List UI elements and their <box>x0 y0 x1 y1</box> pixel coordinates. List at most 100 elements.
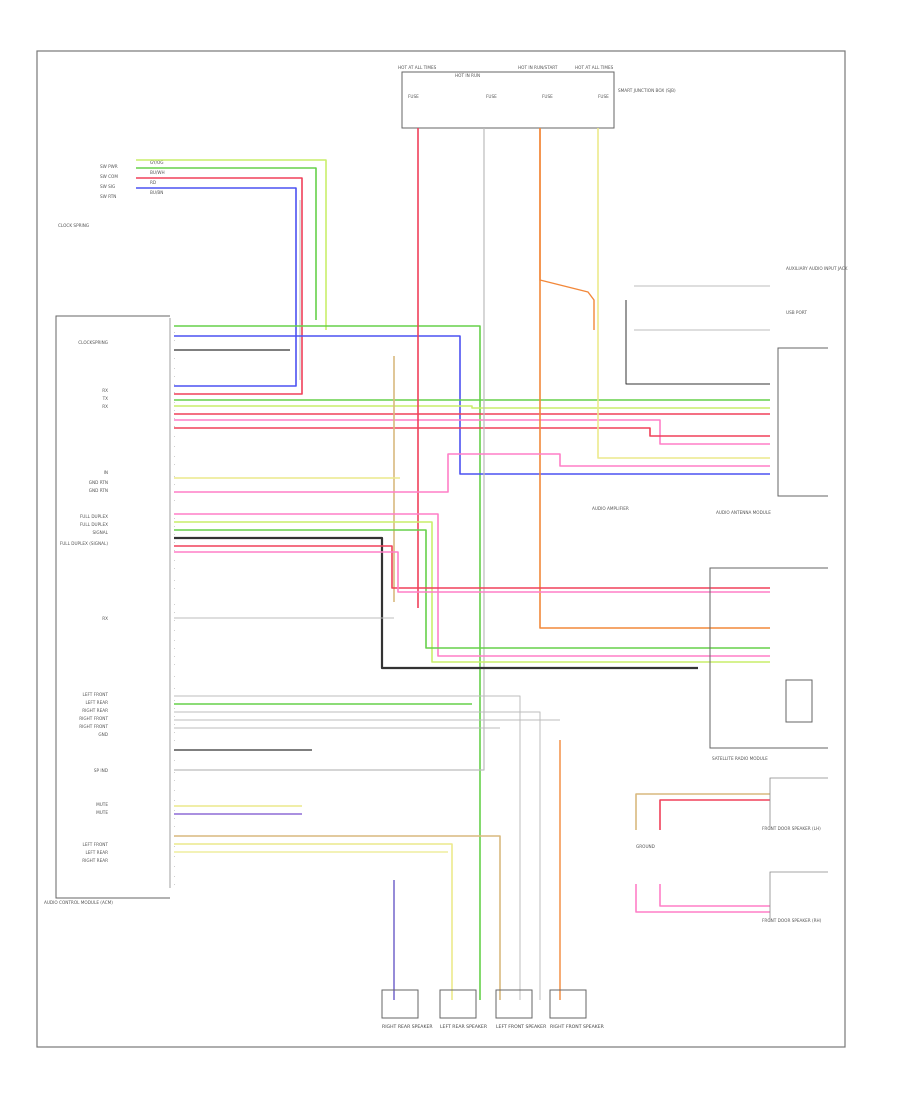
acm-pin-number-tick: · <box>174 558 175 563</box>
svg-text:RIGHT FRONT SPEAKER: RIGHT FRONT SPEAKER <box>550 1024 605 1030</box>
wire-clockspring-green <box>136 167 317 320</box>
wire-mid-pink-2 <box>174 513 770 657</box>
wire-low-grey-2 <box>174 711 541 1000</box>
wire-mid-green <box>174 529 770 649</box>
acm-pin-number-tick: · <box>174 548 175 553</box>
acm-pin-number-tick: · <box>174 738 175 743</box>
acm-pin-number-tick: · <box>174 646 175 651</box>
acm-pin-label: FULL DUPLEX (SIGNAL) <box>60 541 109 546</box>
svg-text:LEFT REAR SPEAKER: LEFT REAR SPEAKER <box>440 1024 488 1030</box>
acm-pin-label: RIGHT FRONT <box>79 724 108 729</box>
acm-pin-number-tick: · <box>174 882 175 887</box>
wire-mid-black <box>174 536 698 670</box>
acm-pin-number-tick: · <box>174 654 175 659</box>
acm-pin-number-tick: · <box>174 416 175 421</box>
svg-text:GROUND: GROUND <box>636 844 655 849</box>
acm-pin-number-tick: · <box>174 844 175 849</box>
wire-clockspring-yellowgreen <box>136 159 327 330</box>
acm-pin-label: SP IND <box>94 768 108 773</box>
wire-low-grey <box>174 695 521 1000</box>
speaker-right-rear: RIGHT REAR SPEAKER <box>381 989 433 1030</box>
acm-pin-label: CLOCKSPRING <box>78 340 108 345</box>
acm-pin-number-tick: · <box>174 638 175 643</box>
svg-text:BU/WH: BU/WH <box>150 170 165 175</box>
acm-pin-label: TX <box>102 396 109 401</box>
acm-pin-label: RIGHT REAR <box>82 858 108 863</box>
acm-pin-number-tick: · <box>174 698 175 703</box>
svg-text:SW SIG: SW SIG <box>100 184 115 189</box>
wire-door-pink <box>635 884 770 913</box>
acm-pin-number-tick: · <box>174 424 175 429</box>
svg-text:HOT AT ALL TIMES: HOT AT ALL TIMES <box>398 65 437 70</box>
acm-pin-number-tick: · <box>174 778 175 783</box>
wire-acm-yellowgreen-2 <box>174 405 770 409</box>
acm-pin-number-tick: · <box>174 408 175 413</box>
wire-fuse-orange <box>539 128 595 330</box>
acm-pin-label: RX <box>102 388 108 393</box>
acm-pin-number-tick: · <box>174 788 175 793</box>
wire-mid-pink <box>174 453 770 493</box>
svg-text:FUSE: FUSE <box>486 94 497 99</box>
acm-pin-number-tick: · <box>174 524 175 529</box>
wire-fuse-yellow <box>597 128 770 459</box>
acm-pin-label: RX <box>102 616 108 621</box>
svg-text:SMART JUNCTION BOX (SJB): SMART JUNCTION BOX (SJB) <box>618 88 676 93</box>
acm-pin-label: LEFT FRONT <box>82 692 108 697</box>
acm-pin-label: GND <box>98 732 108 737</box>
acm-pin-number-tick: · <box>174 400 175 405</box>
wire-acm-blue-1 <box>174 335 770 475</box>
acm-pin-label: RIGHT FRONT <box>79 716 108 721</box>
svg-text:FUSE: FUSE <box>542 94 553 99</box>
acm-pin-number-tick: · <box>174 824 175 829</box>
acm-pin-label: IN <box>104 470 108 475</box>
acm-pin-number-tick: · <box>174 366 175 371</box>
acm-pin-number-tick: · <box>174 374 175 379</box>
wire-low-yellow-2 <box>174 843 453 1000</box>
acm-pin-number-tick: · <box>174 532 175 537</box>
acm-pin-number-tick: · <box>174 566 175 571</box>
wire-door-red <box>659 799 770 830</box>
acm-pin-number-tick: · <box>174 338 175 343</box>
svg-text:RD: RD <box>150 180 156 185</box>
acm-pin-label: FULL DUPLEX <box>80 514 108 519</box>
acm-pin-label: LEFT FRONT <box>82 842 108 847</box>
acm-pin-label: MUTE <box>96 810 108 815</box>
acm-pin-number-tick: · <box>174 434 175 439</box>
acm-pin-label: FULL DUPLEX <box>80 522 108 527</box>
wire-fuse-grey <box>174 128 485 771</box>
svg-text:FRONT DOOR SPEAKER (RH): FRONT DOOR SPEAKER (RH) <box>762 918 822 923</box>
acm-pin-label: LEFT REAR <box>85 700 108 705</box>
acm-pin-number-tick: · <box>174 798 175 803</box>
wire-door-tan <box>635 793 770 830</box>
wire-aux-black <box>625 300 770 385</box>
right-components: AUDIO ANTENNA MODULE SATELLITE RADIO MOD… <box>592 266 848 923</box>
svg-text:AUXILIARY AUDIO INPUT JACK: AUXILIARY AUDIO INPUT JACK <box>786 266 848 271</box>
acm-pin-number-tick: · <box>174 854 175 859</box>
svg-text:FUSE: FUSE <box>408 94 419 99</box>
acm-pin-number-tick: · <box>174 686 175 691</box>
svg-text:SW RTN: SW RTN <box>100 194 116 199</box>
acm-pin-number-tick: · <box>174 864 175 869</box>
acm-pin-number-tick: · <box>174 482 175 487</box>
acm-pin-number-tick: · <box>174 540 175 545</box>
wire-clockspring-red <box>136 177 303 395</box>
acm-pin-number-tick: · <box>174 628 175 633</box>
acm-pin-number-tick: · <box>174 674 175 679</box>
svg-text:AUDIO CONTROL MODULE (ACM): AUDIO CONTROL MODULE (ACM) <box>44 900 113 905</box>
acm-pin-number-tick: · <box>174 770 175 775</box>
wire-clockspring-blue <box>136 187 297 387</box>
svg-text:USB PORT: USB PORT <box>786 310 807 315</box>
speaker-left-front: LEFT FRONT SPEAKER <box>495 989 547 1030</box>
acm-pin-number-tick: · <box>174 462 175 467</box>
acm-pin-number-tick: · <box>174 722 175 727</box>
acm-pin-label: GND RTN <box>89 488 108 493</box>
svg-text:BU/BN: BU/BN <box>150 190 163 195</box>
wire-harness <box>136 128 770 1000</box>
acm-pin-number-tick: · <box>174 516 175 521</box>
acm-pin-number-tick: · <box>174 706 175 711</box>
acm-pin-number-tick: · <box>174 454 175 459</box>
fuse-box: HOT AT ALL TIMES HOT IN RUN HOT IN RUN/S… <box>398 65 676 129</box>
svg-text:HOT IN RUN/START: HOT IN RUN/START <box>518 65 558 70</box>
svg-text:GY/OG: GY/OG <box>150 160 164 165</box>
